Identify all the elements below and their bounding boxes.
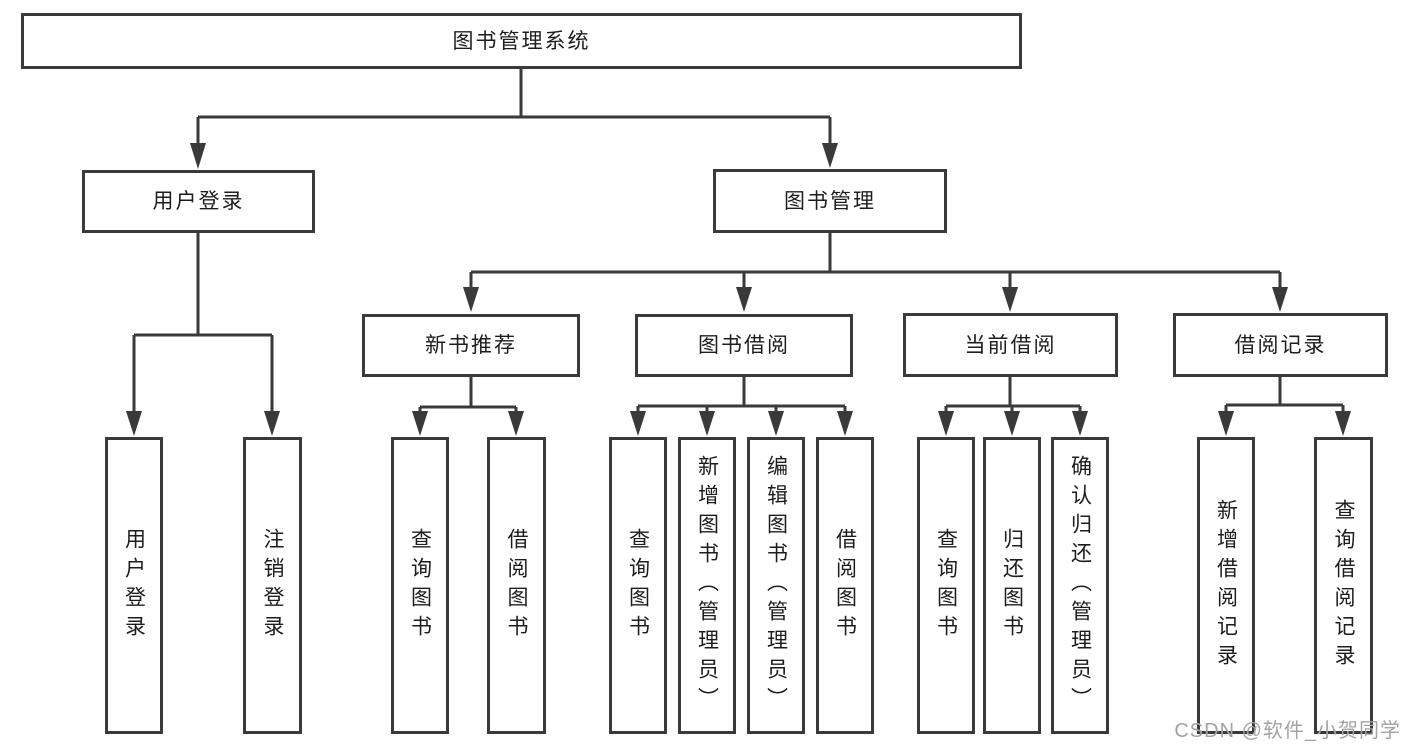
leaf-borrow-books-recommend: 借阅图书 bbox=[487, 437, 546, 734]
node-user-login-branch: 用户登录 bbox=[82, 170, 315, 233]
node-borrow-records: 借阅记录 bbox=[1173, 313, 1388, 377]
leaf-borrow-books: 借阅图书 bbox=[816, 437, 874, 734]
leaf-query-books-current: 查询图书 bbox=[917, 437, 975, 734]
leaf-logout: 注销登录 bbox=[243, 437, 302, 734]
leaf-label: 查询图书 bbox=[408, 527, 432, 644]
leaf-return-book: 归还图书 bbox=[983, 437, 1041, 734]
leaf-query-books-borrow: 查询图书 bbox=[609, 437, 667, 734]
leaf-label: 编辑图书（管理员） bbox=[764, 455, 788, 716]
leaf-query-borrow-record: 查询借阅记录 bbox=[1314, 437, 1373, 734]
leaf-label: 查询图书 bbox=[934, 527, 958, 644]
leaf-edit-book-admin: 编辑图书（管理员） bbox=[747, 437, 805, 734]
leaf-label: 查询图书 bbox=[626, 527, 650, 644]
leaf-add-borrow-record: 新增借阅记录 bbox=[1197, 437, 1255, 734]
node-book-borrow: 图书借阅 bbox=[635, 314, 853, 377]
leaf-label: 用户登录 bbox=[122, 527, 146, 644]
leaf-label: 归还图书 bbox=[1000, 527, 1024, 644]
leaf-query-books-recommend: 查询图书 bbox=[391, 437, 449, 734]
node-new-book-recommend: 新书推荐 bbox=[362, 314, 580, 377]
leaf-add-book-admin: 新增图书（管理员） bbox=[678, 437, 736, 734]
leaf-label: 借阅图书 bbox=[505, 527, 528, 644]
leaf-label: 新增借阅记录 bbox=[1214, 498, 1238, 673]
leaf-user-login: 用户登录 bbox=[105, 437, 163, 734]
leaf-label: 注销登录 bbox=[261, 527, 284, 644]
leaf-label: 确认归还（管理员） bbox=[1068, 455, 1092, 716]
node-library-system: 图书管理系统 bbox=[21, 13, 1022, 69]
leaf-label: 借阅图书 bbox=[833, 527, 857, 644]
node-book-management: 图书管理 bbox=[713, 169, 947, 233]
node-current-borrow: 当前借阅 bbox=[903, 313, 1118, 377]
leaf-label: 查询借阅记录 bbox=[1332, 498, 1355, 673]
leaf-label: 新增图书（管理员） bbox=[695, 455, 719, 716]
leaf-confirm-return-admin: 确认归还（管理员） bbox=[1051, 437, 1109, 734]
